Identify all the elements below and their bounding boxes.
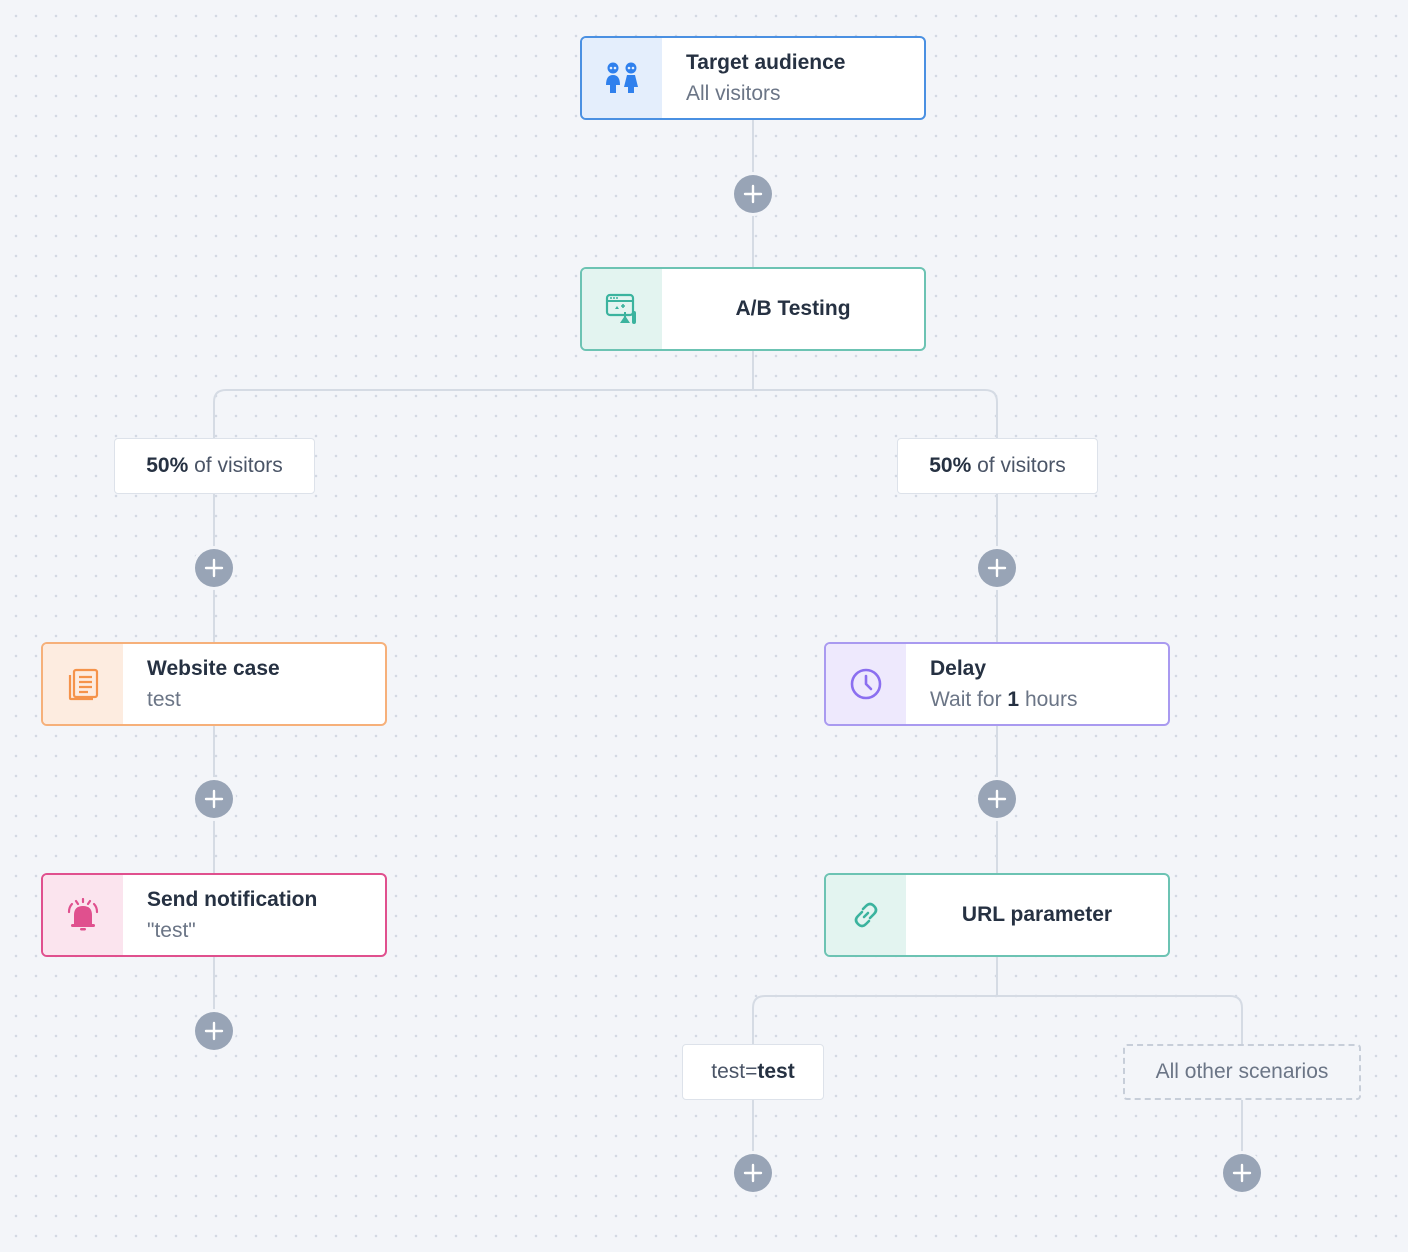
node-website-case-title: Website case xyxy=(147,656,280,680)
branch-ab-right-suffix: of visitors xyxy=(977,454,1066,477)
branch-label-url-match[interactable]: test=test xyxy=(682,1044,824,1100)
node-delay-subtitle-suffix: hours xyxy=(1024,687,1078,711)
node-send-notification-icon-cell xyxy=(43,875,123,955)
link-icon xyxy=(854,902,878,928)
node-url-parameter-icon-cell xyxy=(826,875,906,955)
node-delay[interactable]: Delay Wait for 1 hours xyxy=(824,642,1170,726)
add-step-button[interactable] xyxy=(978,780,1016,818)
node-target-audience-title: Target audience xyxy=(686,50,846,74)
node-send-notification[interactable]: Send notification "test" xyxy=(41,873,387,957)
node-website-case-icon-cell xyxy=(43,644,123,724)
node-send-notification-title: Send notification xyxy=(147,887,318,911)
add-step-button[interactable] xyxy=(978,549,1016,587)
people-icon xyxy=(606,62,638,93)
plus-icon xyxy=(204,558,224,578)
plus-icon xyxy=(743,184,763,204)
branch-label-ab-right[interactable]: 50% of visitors xyxy=(897,438,1098,494)
branch-label-ab-left[interactable]: 50% of visitors xyxy=(114,438,315,494)
node-delay-subtitle-prefix: Wait for xyxy=(930,687,1002,711)
branch-url-match-key: test= xyxy=(711,1060,758,1083)
plus-icon xyxy=(1232,1163,1252,1183)
plus-icon xyxy=(987,789,1007,809)
node-target-audience-icon-cell xyxy=(582,38,662,118)
add-step-button[interactable] xyxy=(195,1012,233,1050)
branch-ab-left-suffix: of visitors xyxy=(194,454,283,477)
node-website-case[interactable]: Website case test xyxy=(41,642,387,726)
clock-icon xyxy=(850,668,882,700)
branch-url-other-text: All other scenarios xyxy=(1155,1060,1329,1083)
add-step-button[interactable] xyxy=(734,1154,772,1192)
plus-icon xyxy=(204,1021,224,1041)
bell-icon xyxy=(67,898,99,931)
branch-url-match-value: test xyxy=(757,1060,795,1083)
add-step-button[interactable] xyxy=(1223,1154,1261,1192)
node-url-parameter[interactable]: URL parameter xyxy=(824,873,1170,957)
branch-label-url-other[interactable]: All other scenarios xyxy=(1123,1044,1361,1100)
plus-icon xyxy=(743,1163,763,1183)
node-delay-subtitle-value: 1 xyxy=(1007,687,1020,711)
node-target-audience[interactable]: Target audience All visitors xyxy=(580,36,926,120)
node-url-parameter-title: URL parameter xyxy=(961,903,1113,926)
node-ab-testing-icon-cell xyxy=(582,269,662,349)
node-delay-title: Delay xyxy=(930,656,987,680)
document-icon xyxy=(68,668,99,701)
add-step-button[interactable] xyxy=(734,175,772,213)
plus-icon xyxy=(987,558,1007,578)
node-send-notification-subtitle: "test" xyxy=(147,918,196,942)
node-ab-testing[interactable]: A/B Testing xyxy=(580,267,926,351)
branch-ab-right-value: 50% xyxy=(929,454,972,477)
plus-icon xyxy=(204,789,224,809)
node-ab-testing-title: A/B Testing xyxy=(735,297,851,320)
node-delay-icon-cell xyxy=(826,644,906,724)
node-website-case-subtitle: test xyxy=(147,687,181,711)
add-step-button[interactable] xyxy=(195,780,233,818)
ab-testing-icon xyxy=(605,293,636,324)
node-delay-subtitle: Wait for 1 hours xyxy=(930,686,1168,714)
add-step-button[interactable] xyxy=(195,549,233,587)
branch-ab-left-value: 50% xyxy=(146,454,189,477)
node-target-audience-subtitle: All visitors xyxy=(686,81,781,105)
